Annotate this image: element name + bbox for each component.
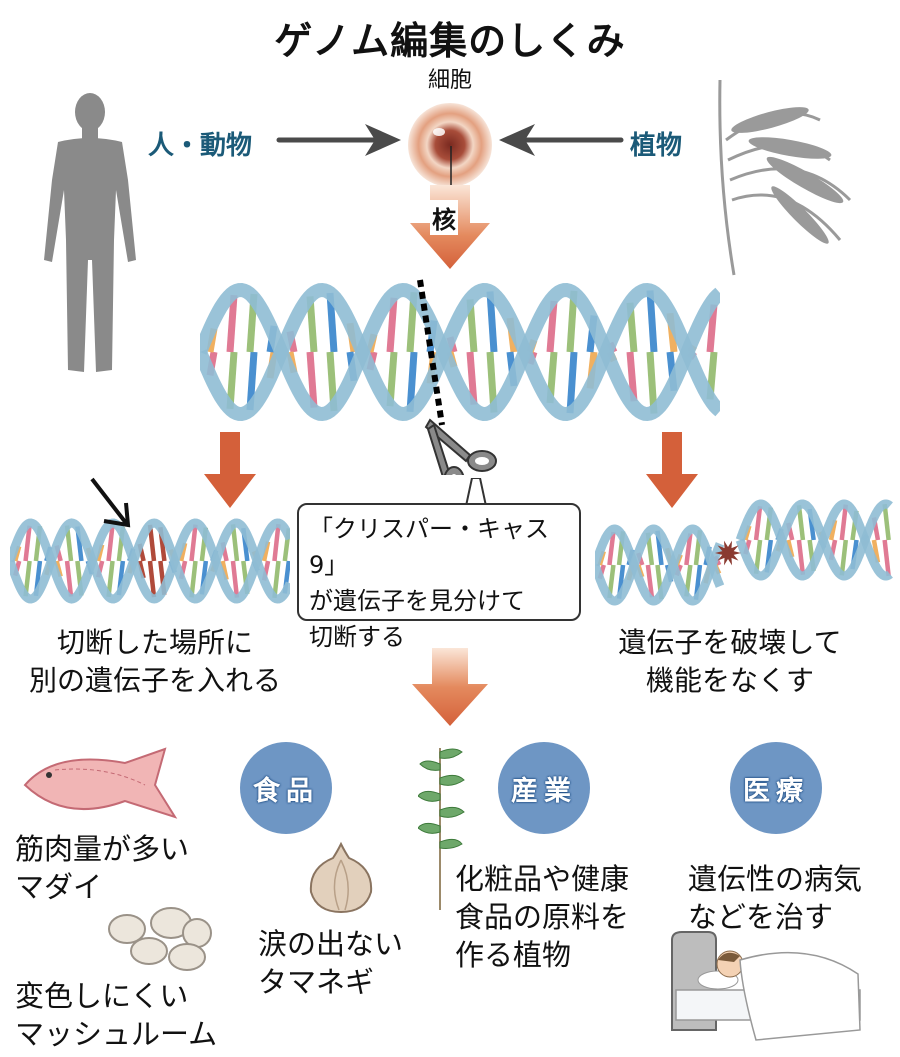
dna-base-pair xyxy=(871,539,881,563)
dna-backbone-strand xyxy=(595,524,725,606)
dna-base-pair xyxy=(839,504,849,541)
category-badge-medical: 医療 xyxy=(730,742,822,834)
example-line: マダイ xyxy=(15,870,103,904)
sea-bream-icon xyxy=(23,747,178,819)
dna-base-pair xyxy=(23,525,32,562)
dna-base-pair xyxy=(230,524,240,562)
dna-base-pair xyxy=(839,539,849,576)
dna-base-pair xyxy=(796,505,806,541)
arrow-down-right-icon xyxy=(646,432,698,508)
patient-in-bed-icon xyxy=(671,931,861,1041)
example-line: 変色しにくい xyxy=(15,979,189,1013)
dna-base-pair xyxy=(882,503,891,541)
outcome-line: 遺伝子を破壊して xyxy=(618,626,842,659)
dna-backbone-strand xyxy=(10,518,290,604)
example-line: 食品の原料を xyxy=(455,900,630,934)
example-line: 化粧品や健康 xyxy=(455,862,630,896)
cell-label: 細胞 xyxy=(427,68,472,93)
example-mushroom: 変色しにくい マッシュルーム xyxy=(15,977,217,1053)
arrow-down-applications-icon xyxy=(412,648,488,726)
callout-line: 「クリスパー・キャス9」 xyxy=(309,515,549,579)
dna-helix-broken xyxy=(595,499,893,606)
dna-base-pair xyxy=(272,523,281,562)
outcome-line: 機能をなくす xyxy=(645,664,814,697)
category-badge-food: 食品 xyxy=(240,742,332,834)
example-sea-bream: 筋肉量が多い マダイ xyxy=(15,830,189,906)
arrow-left-icon xyxy=(499,124,624,156)
dna-base-pair xyxy=(646,290,658,353)
outcome-insert: 切断した場所に 別の遺伝子を入れる xyxy=(0,624,310,700)
outcome-destroy: 遺伝子を破壊して 機能をなくす xyxy=(590,624,870,700)
dna-base-pair xyxy=(386,297,398,353)
source-label-plant: 植物 xyxy=(630,131,683,161)
crispr-callout: 「クリスパー・キャス9」 が遺伝子を見分けて 切断する xyxy=(297,503,581,651)
callout-line: 切断する xyxy=(309,623,405,651)
dna-base-pair xyxy=(272,560,281,599)
dna-backbone-strand xyxy=(200,282,720,422)
rice-plant-icon xyxy=(718,80,852,276)
dna-backbone-strand xyxy=(735,499,893,581)
dna-base-pair xyxy=(106,524,115,562)
example-line: 作る植物 xyxy=(455,938,572,972)
dna-base-pair xyxy=(607,531,616,566)
cell-icon xyxy=(408,103,492,190)
source-label-human-animal: 人・動物 xyxy=(148,131,253,161)
category-badge-industry: 産業 xyxy=(498,742,590,834)
dna-base-pair xyxy=(466,351,478,405)
dna-backbone-strand xyxy=(200,282,720,422)
arrow-right-icon xyxy=(276,124,401,156)
dna-base-pair xyxy=(226,294,238,353)
dna-backbone-strand xyxy=(595,524,725,606)
outcome-line: 切断した場所に xyxy=(56,626,253,659)
plant-icon xyxy=(418,748,465,910)
pointer-arrow-icon xyxy=(90,477,131,528)
example-line: マッシュルーム xyxy=(15,1017,218,1051)
dna-base-pair xyxy=(64,560,74,597)
dna-base-pair xyxy=(796,539,806,575)
arrow-down-left-icon xyxy=(204,432,256,508)
dna-base-pair xyxy=(753,506,763,541)
example-onion: 涙の出ない タマネギ xyxy=(258,925,403,1001)
dna-helix-inserted xyxy=(10,518,290,604)
dna-base-pair xyxy=(684,533,693,566)
example-line: 筋肉量が多い xyxy=(15,832,190,866)
example-medical: 遺伝性の病気 などを治す xyxy=(688,860,862,936)
dna-base-pair xyxy=(546,300,558,353)
onion-icon xyxy=(309,841,373,914)
dna-backbone-strand xyxy=(10,518,290,604)
dna-base-pair xyxy=(645,564,655,598)
dna-base-pair xyxy=(189,560,198,598)
dna-base-pair xyxy=(230,560,240,598)
dna-base-pair xyxy=(882,539,891,577)
example-line: タマネギ xyxy=(258,965,375,999)
example-line: などを治す xyxy=(688,900,834,934)
dna-base-pair xyxy=(626,351,638,402)
human-silhouette-icon xyxy=(44,93,136,372)
example-line: 遺伝性の病気 xyxy=(688,862,863,896)
dna-base-pair xyxy=(147,560,157,598)
dna-base-pair xyxy=(566,351,578,414)
callout-line: が遺伝子を見分けて xyxy=(309,587,525,615)
example-plant: 化粧品や健康 食品の原料を 作る植物 xyxy=(455,860,629,974)
example-line: 涙の出ない xyxy=(258,927,404,961)
damage-burst-icon xyxy=(715,540,741,566)
nucleus-label: 核 xyxy=(430,200,458,235)
dna-base-pair xyxy=(486,291,498,353)
outcome-line: 別の遺伝子を入れる xyxy=(28,664,281,697)
mushroom-icon xyxy=(108,907,212,971)
dna-helix-main xyxy=(200,282,720,422)
dna-base-pair xyxy=(189,524,198,562)
dna-base-pair xyxy=(406,351,418,413)
dna-base-pair xyxy=(306,351,318,408)
scissors-icon xyxy=(417,279,497,475)
diagram-title: ゲノム編集のしくみ xyxy=(274,19,626,63)
